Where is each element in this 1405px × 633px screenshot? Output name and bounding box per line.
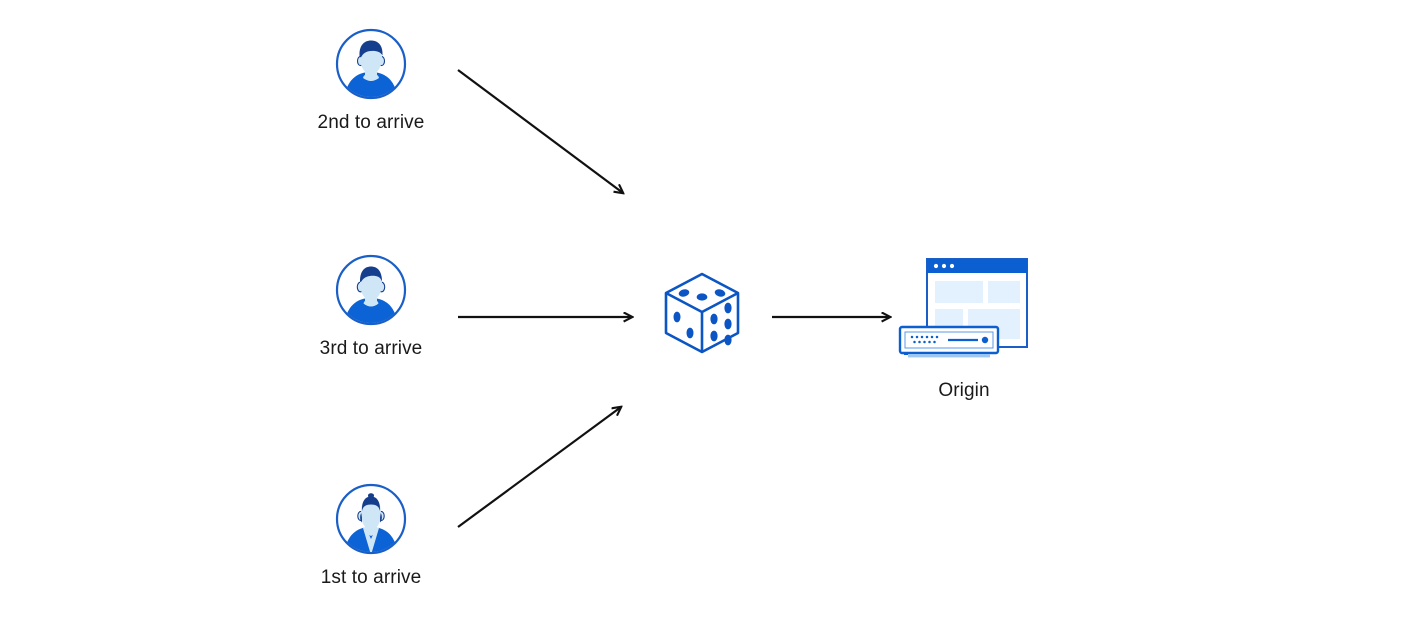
node-origin: Origin [864,255,1064,402]
server-device [898,325,1000,358]
user-avatar-icon [335,483,407,555]
origin-server-icon [864,255,1064,370]
arrow-1st-to-dice [457,407,621,528]
node-label-client-1st: 1st to arrive [320,567,422,588]
user-avatar-icon [335,28,407,100]
node-client-2nd: 2nd to arrive [291,28,451,134]
node-randomizer [652,262,752,362]
node-label-origin: Origin [938,380,990,401]
node-label-client-2nd: 2nd to arrive [317,112,425,133]
dice-icon [652,262,752,362]
arrow-2nd-to-dice [457,69,623,193]
node-label-client-3rd: 3rd to arrive [319,338,423,359]
user-avatar-icon [335,254,407,326]
node-client-1st: 1st to arrive [291,483,451,589]
node-client-3rd: 3rd to arrive [291,254,451,360]
